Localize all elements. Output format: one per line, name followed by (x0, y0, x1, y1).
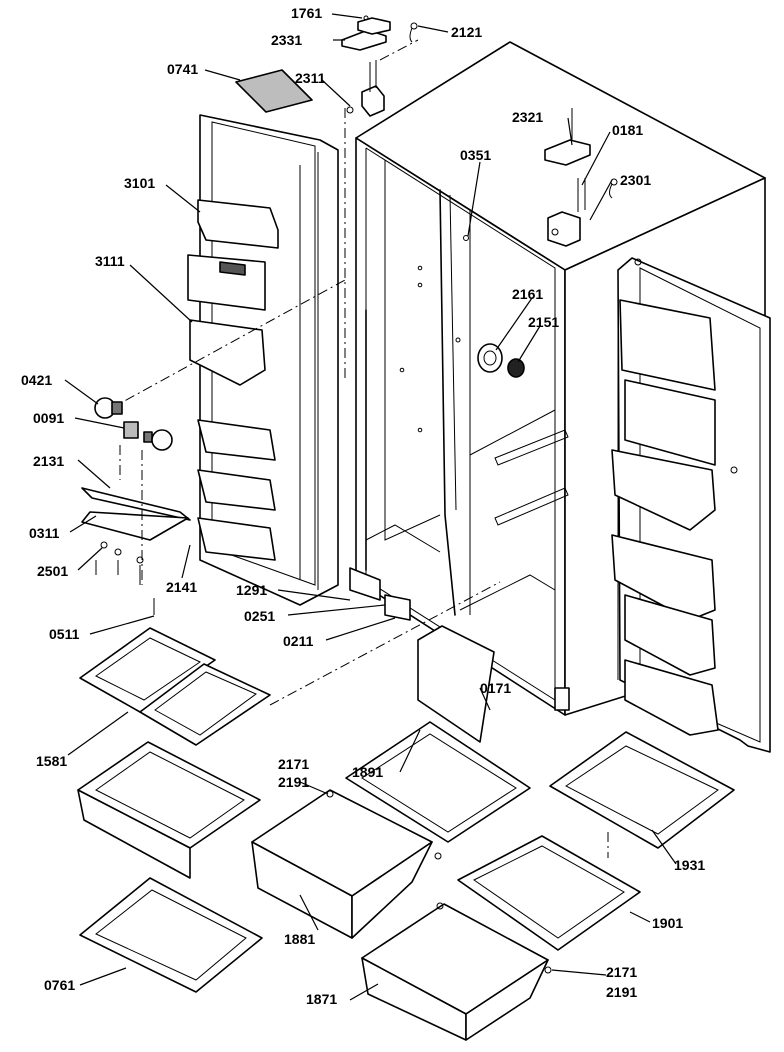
label-3111: 3111 (95, 253, 125, 269)
label-0091: 0091 (33, 410, 64, 426)
freezer-door (107, 69, 501, 706)
label-2151: 2151 (528, 314, 559, 330)
label-0211: 0211 (283, 633, 314, 649)
freezer-shelves (77, 627, 271, 993)
label-0251: 0251 (244, 608, 275, 624)
label-2171-upper: 2171 (278, 756, 309, 772)
part-labels: 1761 2331 2121 0741 2311 2321 0181 0351 … (21, 5, 705, 1007)
label-0511: 0511 (49, 626, 80, 642)
damper-parts (455, 337, 525, 378)
label-1901: 1901 (652, 915, 683, 931)
label-1581: 1581 (36, 753, 67, 769)
label-2301: 2301 (620, 172, 651, 188)
label-1291: 1291 (236, 582, 267, 598)
label-0741: 0741 (167, 61, 198, 77)
label-0761: 0761 (44, 977, 75, 993)
label-3101: 3101 (124, 175, 155, 191)
label-1881: 1881 (284, 931, 315, 947)
upper-hinges (341, 15, 618, 247)
crisper-assemblies (251, 625, 735, 1041)
label-2501: 2501 (37, 563, 68, 579)
label-2191-lower: 2191 (606, 984, 637, 1000)
label-2121: 2121 (451, 24, 482, 40)
label-1761: 1761 (291, 5, 322, 21)
label-1931: 1931 (674, 857, 705, 873)
label-0421: 0421 (21, 372, 52, 388)
label-2321: 2321 (512, 109, 543, 125)
label-1891: 1891 (352, 764, 383, 780)
label-1871: 1871 (306, 991, 337, 1007)
light-assembly (81, 397, 191, 615)
label-0181: 0181 (612, 122, 643, 138)
label-2191-upper: 2191 (278, 774, 309, 790)
label-2331: 2331 (271, 32, 302, 48)
label-2311: 2311 (295, 70, 326, 86)
label-0351: 0351 (460, 147, 491, 163)
label-0171: 0171 (480, 680, 511, 696)
label-0311: 0311 (29, 525, 60, 541)
leader-lines (64, 13, 677, 1001)
label-2141: 2141 (166, 579, 197, 595)
label-2161: 2161 (512, 286, 543, 302)
fresh-food-door (611, 257, 771, 753)
label-2171-lower: 2171 (606, 964, 637, 980)
label-2131: 2131 (33, 453, 64, 469)
